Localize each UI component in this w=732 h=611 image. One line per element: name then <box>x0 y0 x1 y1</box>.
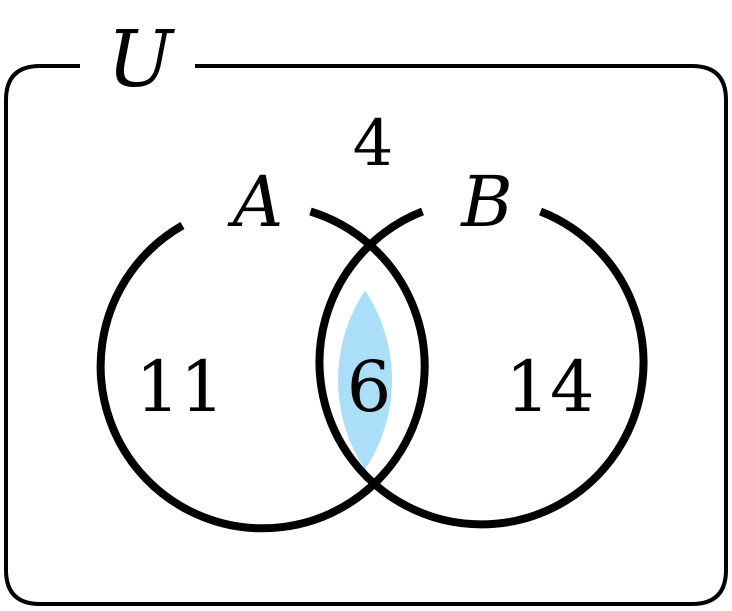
set-b-circle <box>315 207 648 529</box>
outside-value: 4 <box>353 107 394 181</box>
set-a-circle <box>96 207 429 533</box>
universe-box <box>4 64 728 606</box>
only-b-value: 14 <box>505 346 594 428</box>
only-a-value: 11 <box>135 346 224 428</box>
universe-label: U <box>107 15 175 105</box>
intersection-value: 6 <box>347 346 392 428</box>
set-a-label: A <box>227 161 284 243</box>
set-b-label: B <box>459 161 512 243</box>
